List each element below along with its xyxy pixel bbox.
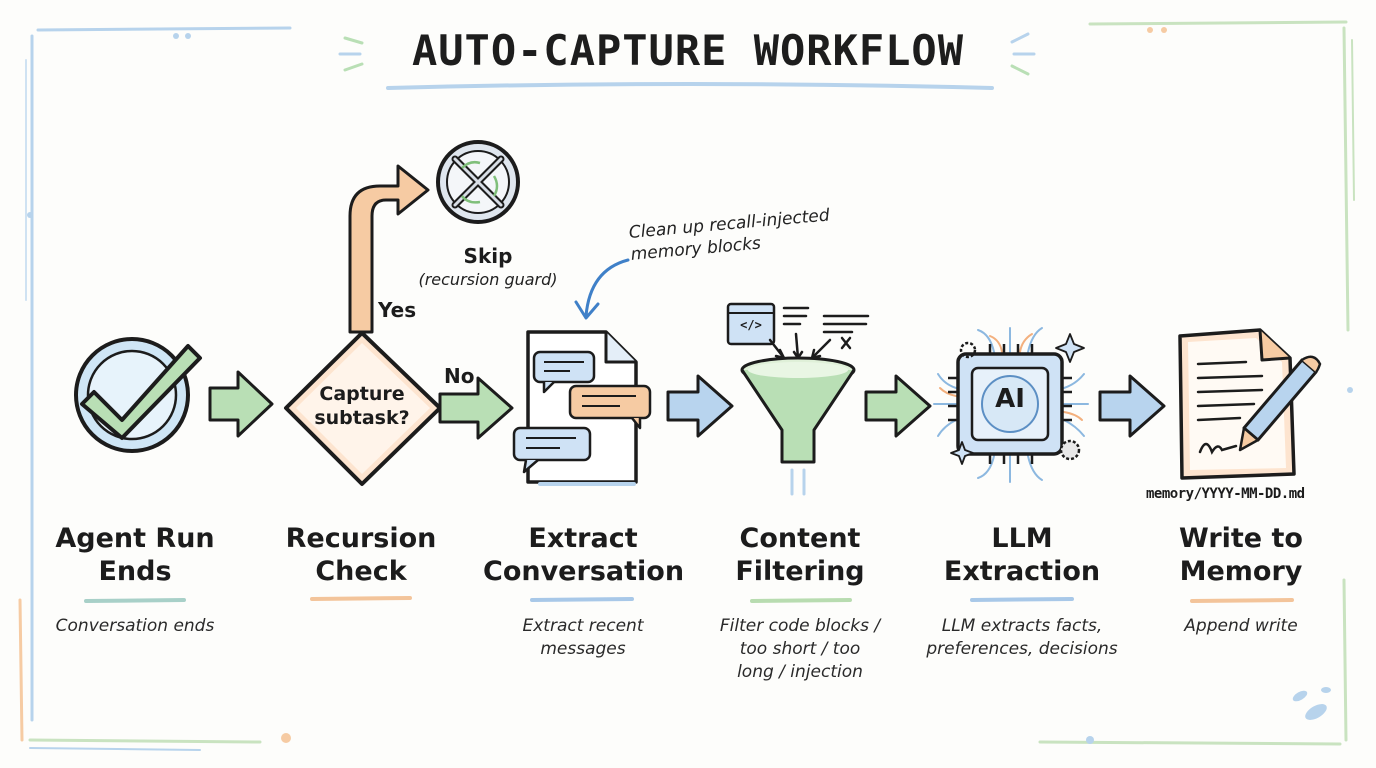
check-circle-icon: [74, 337, 202, 453]
step-3-desc: Extract recent messages: [473, 615, 693, 661]
step-6-title-line-2: Memory: [1179, 556, 1303, 587]
filter-funnel-icon: [726, 302, 870, 496]
step-5-desc-line-2: preferences, decisions: [926, 639, 1118, 659]
no-branch-arrow: [438, 376, 514, 440]
skip-subtitle: (recursion guard): [418, 270, 558, 289]
chat-document-icon: [512, 330, 652, 486]
step-1-title-line-2: Ends: [98, 556, 172, 587]
step-5-title-line-2: Extraction: [943, 556, 1101, 587]
step-5-title-line-1: LLM: [991, 523, 1053, 554]
step-4-desc-line-1: Filter code blocks /: [719, 616, 881, 636]
step-6-title-line-1: Write to: [1179, 523, 1303, 554]
flow-arrow-5: [1098, 374, 1166, 438]
output-file-label: memory/YYYY-MM-DD.md: [1146, 486, 1305, 502]
step-1-desc: Conversation ends: [25, 615, 245, 638]
skip-cross-icon: [436, 140, 520, 224]
step-4-desc: Filter code blocks / too short / too lon…: [690, 615, 910, 684]
yes-label: Yes: [378, 298, 417, 322]
step-5-title: LLM Extraction: [922, 522, 1122, 588]
page-title: AUTO-CAPTURE WORKFLOW: [411, 26, 964, 75]
yes-branch-arrow: [348, 164, 430, 334]
no-label: No: [444, 364, 475, 388]
annotation-arrow: [574, 258, 630, 320]
corner-swirl: [1292, 687, 1331, 720]
flow-arrow-4: [864, 374, 932, 438]
chip-label: AI: [995, 384, 1025, 414]
step-3-desc-line-1: Extract recent: [522, 616, 644, 636]
ai-chip-icon: [933, 327, 1089, 483]
step-3-title: Extract Conversation: [483, 522, 685, 588]
step-4-title: Content Filtering: [700, 522, 900, 588]
title-accents: [338, 32, 1036, 90]
step-2-title-line-1: Recursion: [285, 523, 437, 554]
step-3-desc-line-2: messages: [540, 639, 626, 659]
step-4-desc-line-3: long / injection: [737, 662, 863, 682]
title-underlines: [84, 596, 1294, 603]
step-1-title: Agent Run Ends: [35, 522, 235, 588]
document-pencil-icon: [1178, 328, 1322, 480]
step-4-desc-line-2: too short / too: [739, 639, 861, 659]
decorative-frame: [18, 20, 1355, 751]
decision-question: Capture subtask?: [302, 382, 422, 430]
step-6-desc-line-1: Append write: [1184, 616, 1298, 636]
step-1-title-line-1: Agent Run: [55, 523, 215, 554]
step-2-title: Recursion Check: [261, 522, 461, 588]
skip-title: Skip: [463, 244, 513, 268]
flow-arrow-1: [208, 370, 274, 438]
step-3-title-line-2: Conversation: [483, 556, 685, 587]
frame-dots: [27, 27, 1353, 744]
flow-arrow-3: [666, 374, 734, 438]
step-1-desc-line-1: Conversation ends: [55, 616, 215, 636]
step-4-title-line-1: Content: [739, 523, 861, 554]
step-4-title-line-2: Filtering: [735, 556, 865, 587]
step-2-title-line-2: Check: [315, 556, 407, 587]
step-5-desc-line-1: LLM extracts facts,: [941, 616, 1103, 636]
decision-question-text: Capture subtask?: [314, 383, 410, 429]
step-3-title-line-1: Extract: [528, 523, 638, 554]
code-tag-label: </>: [740, 318, 762, 332]
step-6-title: Write to Memory: [1141, 522, 1341, 588]
step-5-desc: LLM extracts facts, preferences, decisio…: [912, 615, 1132, 661]
step-6-desc: Append write: [1131, 615, 1351, 638]
